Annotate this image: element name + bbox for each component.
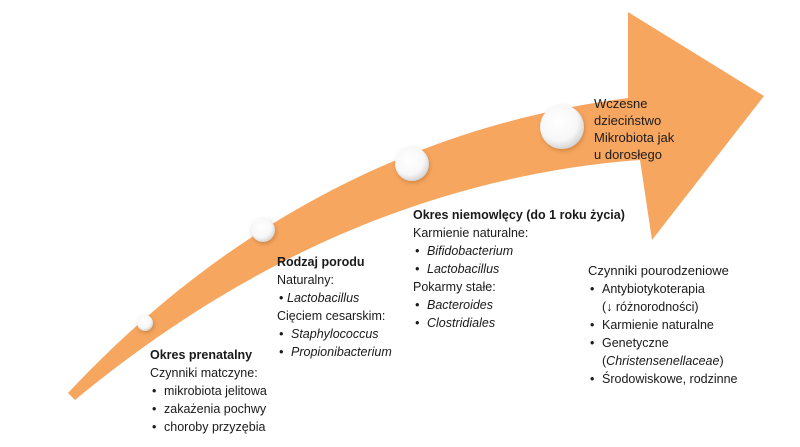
list-item: Lactobacillus	[277, 289, 392, 307]
cesarean-label: Cięciem cesarskim:	[277, 309, 386, 323]
list-item: zakażenia pochwy	[150, 400, 267, 418]
list-item: Staphylococcus	[277, 325, 392, 343]
stage-prenatal: Okres prenatalny Czynniki matczyne: mikr…	[150, 346, 267, 436]
list-item: Clostridiales	[413, 314, 625, 332]
stage-title-line: dzieciństwo	[594, 113, 662, 128]
stage-marker-prenatal	[137, 315, 153, 331]
stage-marker-infancy	[395, 147, 429, 181]
list-item: Lactobacillus	[413, 260, 625, 278]
list-item: Środowiskowe, rodzinne	[588, 370, 738, 388]
stage-birth: Rodzaj porodu Naturalny: Lactobacillus C…	[277, 253, 392, 361]
stage-marker-childhood	[540, 105, 584, 149]
stage-title-line: Wczesne	[594, 96, 648, 111]
breastfeeding-list: Bifidobacterium Lactobacillus	[413, 242, 625, 278]
stage-title: Okres niemowlęcy (do 1 roku życia)	[413, 208, 625, 222]
cesarean-list: Staphylococcus Propionibacterium	[277, 325, 392, 361]
stage-text-line: u dorosłego	[594, 147, 662, 162]
stage-title: Rodzaj porodu	[277, 255, 365, 269]
solid-food-label: Pokarmy stałe:	[413, 280, 496, 294]
list-item: Karmienie naturalne	[588, 316, 738, 334]
growth-arrow	[68, 12, 764, 400]
section-title: Czynniki pourodzeniowe	[588, 263, 729, 278]
stage-marker-birth	[251, 218, 275, 242]
list-item: mikrobiota jelitowa	[150, 382, 267, 400]
stage-title: Okres prenatalny	[150, 348, 253, 362]
natural-label: Naturalny:	[277, 273, 334, 287]
list-item: Genetyczne (Christensenellaceae)	[588, 334, 738, 370]
breastfeeding-label: Karmienie naturalne:	[413, 226, 529, 240]
list-item: Bifidobacterium	[413, 242, 625, 260]
stage-childhood: Wczesne dzieciństwo Mikrobiota jak u dor…	[594, 95, 674, 163]
natural-list: Lactobacillus	[277, 289, 392, 307]
postnatal-factors: Czynniki pourodzeniowe Antybiotykoterapi…	[588, 262, 738, 388]
factor-list: mikrobiota jelitowa zakażenia pochwy cho…	[150, 382, 267, 436]
list-item: Antybiotykoterapia (↓ różnorodności)	[588, 280, 738, 316]
list-item: Propionibacterium	[277, 343, 392, 361]
list-item: choroby przyzębia	[150, 418, 267, 436]
stage-infancy: Okres niemowlęcy (do 1 roku życia) Karmi…	[413, 206, 625, 332]
factor-list: Antybiotykoterapia (↓ różnorodności) Kar…	[588, 280, 738, 388]
list-item: Bacteroides	[413, 296, 625, 314]
stage-subtitle: Czynniki matczyne:	[150, 366, 258, 380]
solid-food-list: Bacteroides Clostridiales	[413, 296, 625, 332]
stage-text-line: Mikrobiota jak	[594, 130, 675, 145]
